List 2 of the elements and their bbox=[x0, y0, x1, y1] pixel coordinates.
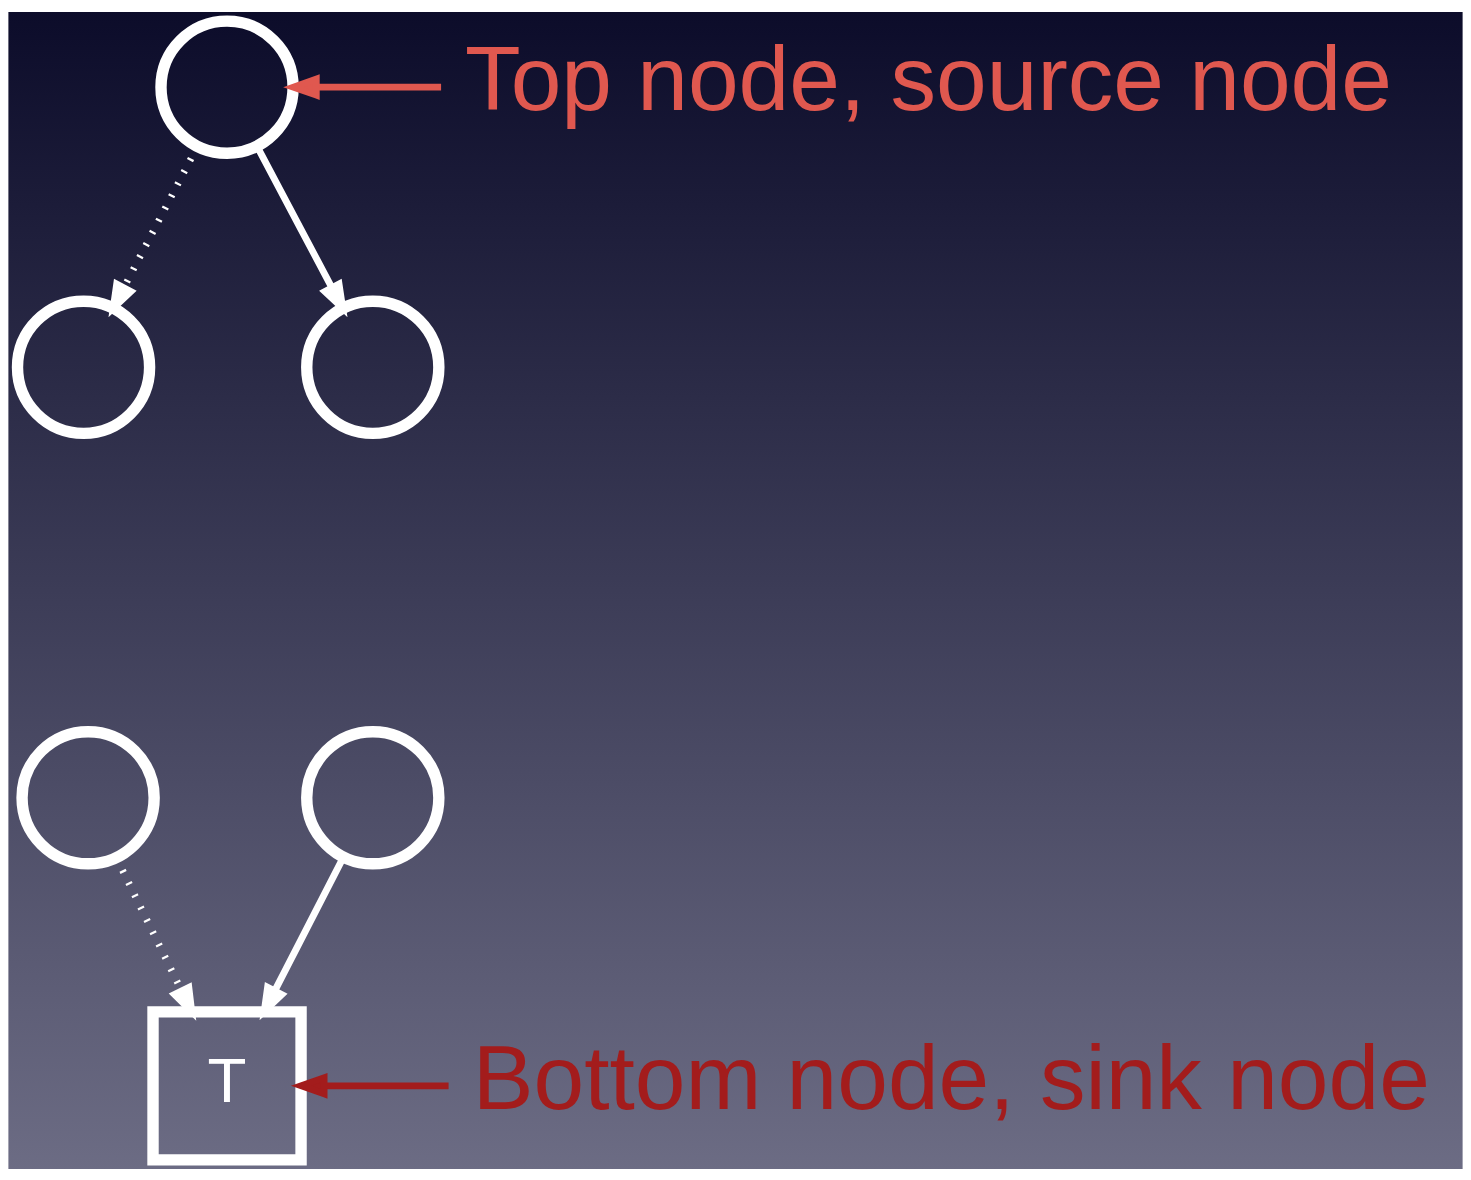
node-text: Bottom node, sink node bbox=[472, 1026, 1430, 1128]
node-text: Top node, source node bbox=[465, 27, 1392, 129]
